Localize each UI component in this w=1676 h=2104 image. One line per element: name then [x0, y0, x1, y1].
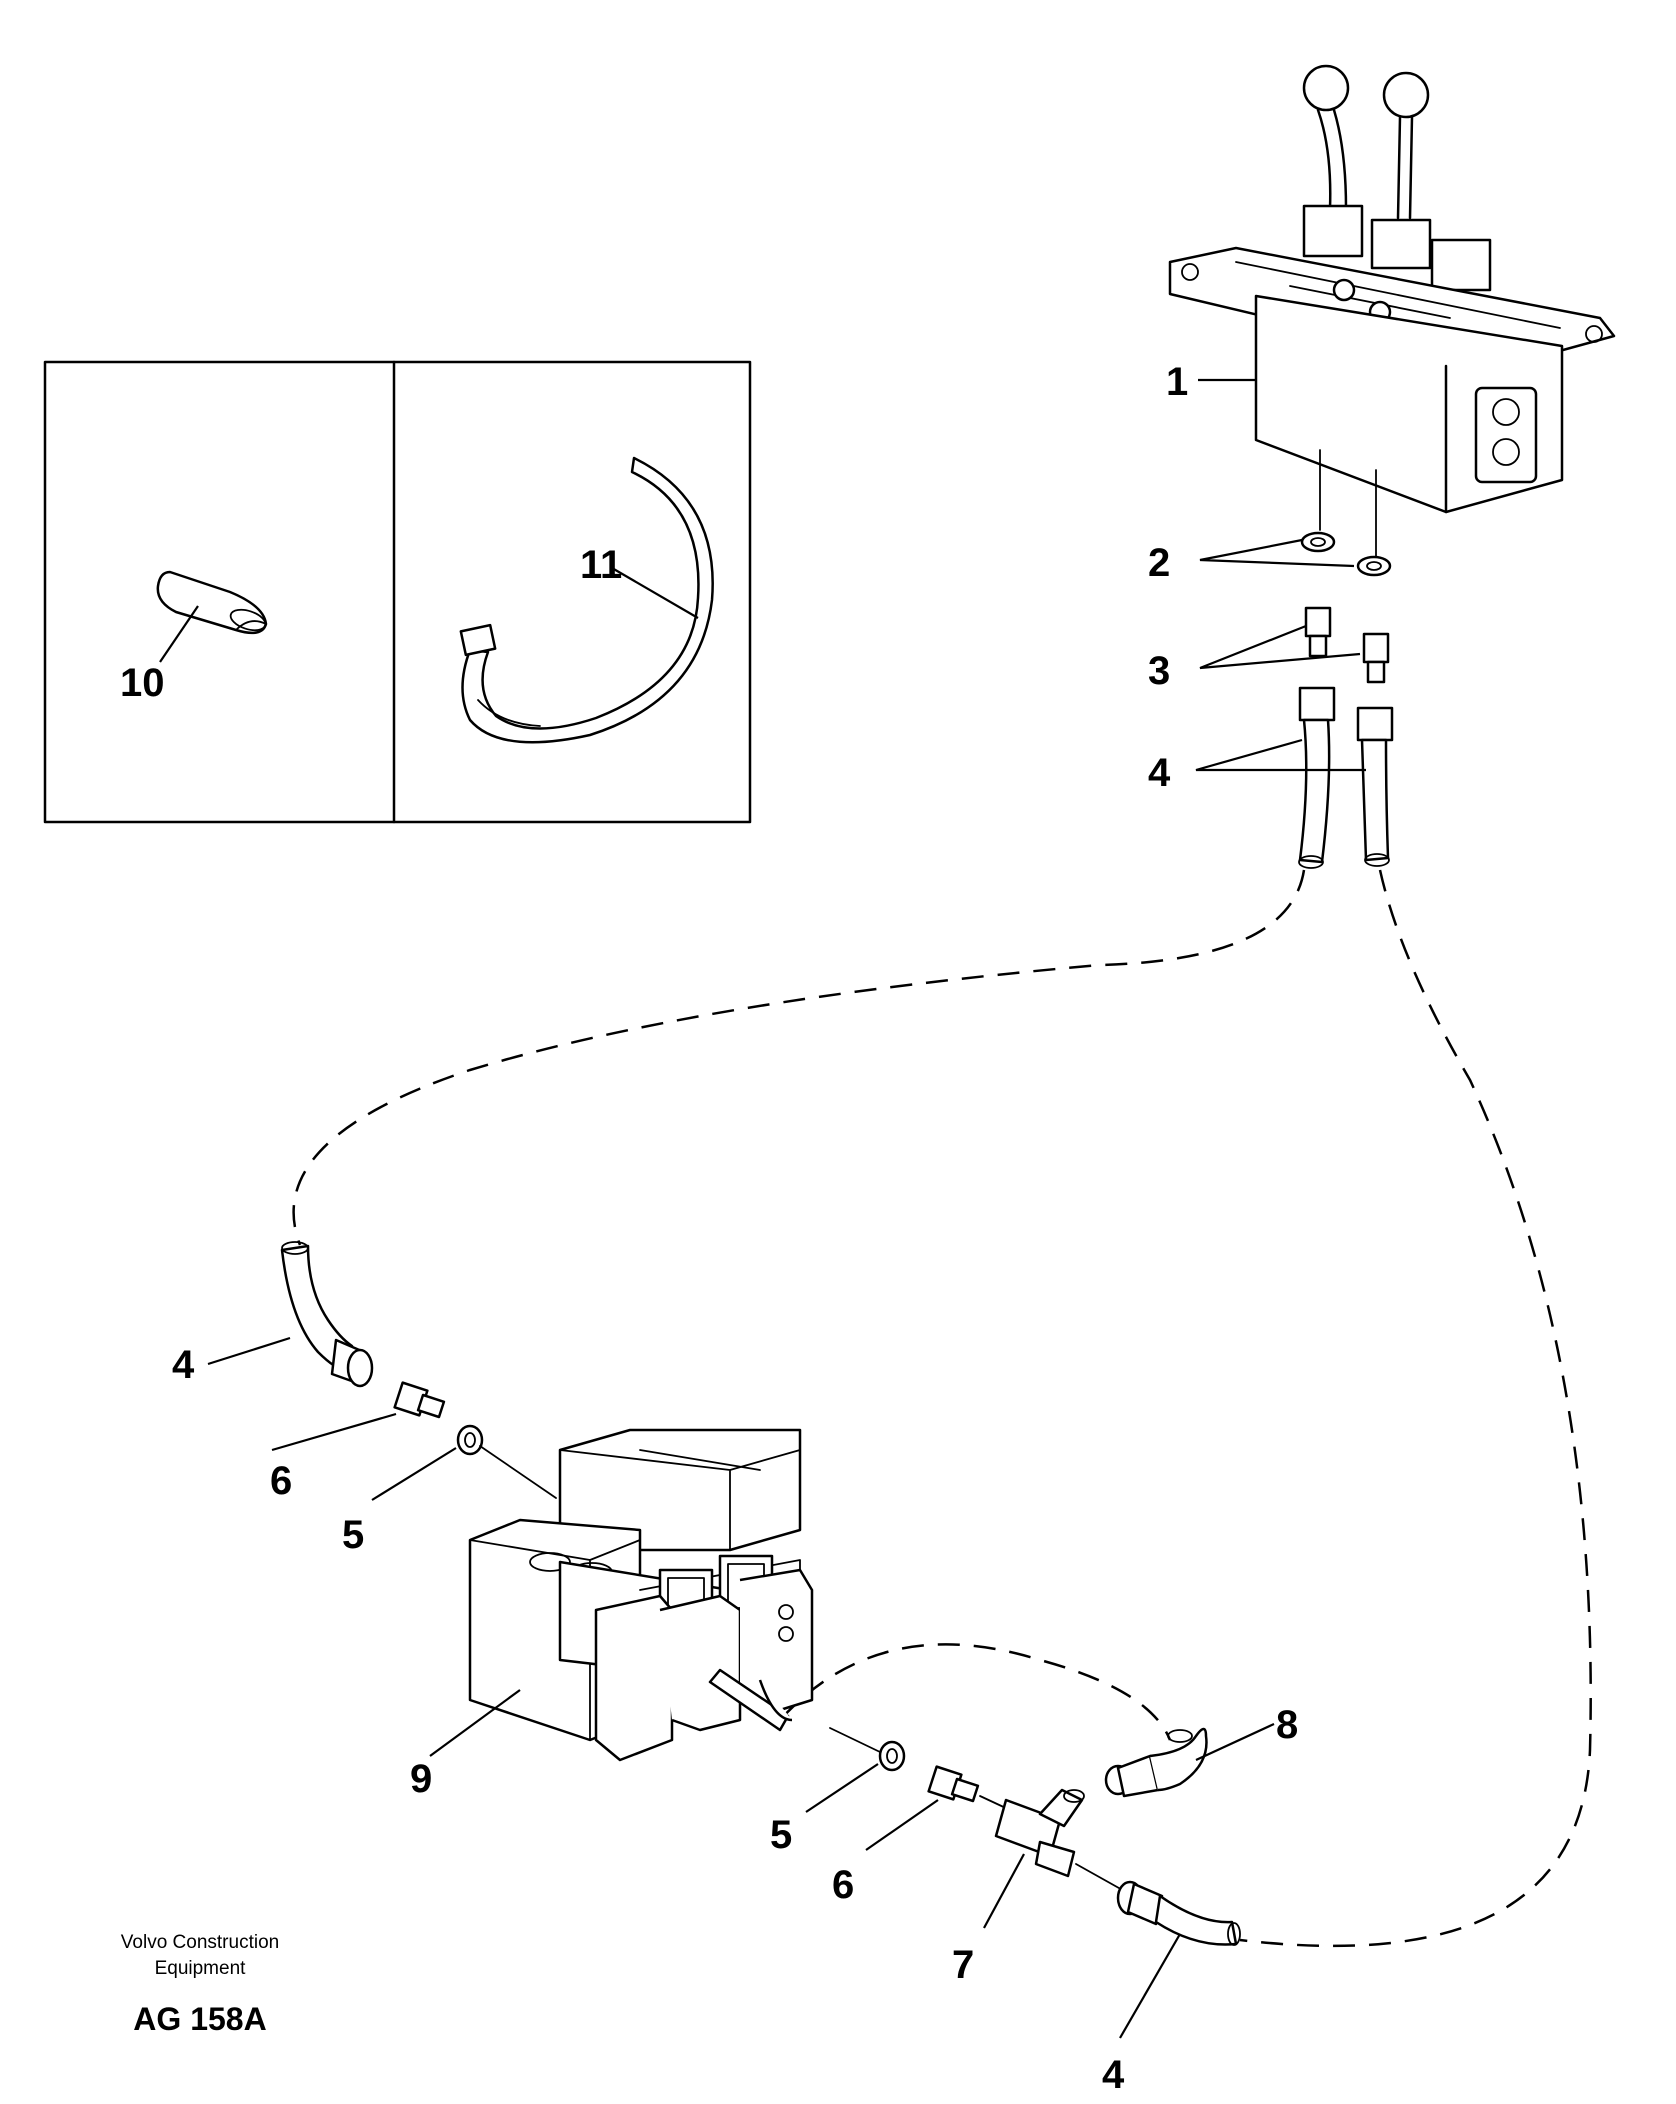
leader-4-left: [207, 1336, 291, 1366]
hose-left: [280, 1241, 374, 1388]
leader-7: [983, 1853, 1025, 1929]
hose-route-left: [292, 869, 1306, 1246]
leader-5-left: [371, 1447, 457, 1501]
leader-6-right: [865, 1799, 939, 1851]
inset-box: [43, 360, 752, 824]
callout-1: 1: [1166, 360, 1188, 404]
callout-4-lower: 4: [1102, 2053, 1125, 2097]
callout-3: 3: [1148, 649, 1170, 693]
nipple-left: [393, 1381, 446, 1419]
nipples-upper: [1304, 606, 1390, 684]
callout-10: 10: [120, 661, 165, 705]
washer-right: [878, 1740, 906, 1772]
leader-4-upper: [1195, 738, 1366, 772]
nipple-right: [927, 1765, 980, 1803]
main-control-valve: [468, 1428, 814, 1762]
hose-route-right: [1239, 869, 1592, 1948]
leader-9: [429, 1689, 521, 1757]
callout-5-left: 5: [342, 1513, 364, 1557]
leader-8: [1195, 1723, 1275, 1761]
callout-2: 2: [1148, 541, 1170, 585]
hose-route-valve: [779, 1643, 1172, 1741]
callout-6-left: 6: [270, 1459, 292, 1503]
company-name-line1: Volvo Construction: [121, 1932, 279, 1953]
washers-upper: [1300, 531, 1392, 577]
callout-4-upper: 4: [1148, 751, 1171, 795]
company-name-line2: Equipment: [155, 1958, 247, 1979]
callout-4-left: 4: [172, 1343, 195, 1387]
tee-fitting: [994, 1788, 1085, 1878]
callout-9: 9: [410, 1757, 432, 1801]
washer-left: [456, 1424, 484, 1456]
leader-10: [159, 605, 199, 663]
hoses-upper: [1298, 686, 1394, 869]
hose-lower-right: [1116, 1880, 1241, 1946]
leader-2: [1199, 538, 1355, 568]
leader-4-lower: [1119, 1933, 1181, 2039]
leader-6-left: [271, 1412, 397, 1452]
callout-6-right: 6: [832, 1863, 854, 1907]
pilot-control-valve: [1168, 64, 1616, 514]
leader-5-right: [805, 1763, 879, 1813]
callout-11: 11: [580, 543, 622, 587]
leader-11: [611, 567, 699, 619]
callout-7: 7: [952, 1943, 974, 1987]
callout-8: 8: [1276, 1703, 1298, 1747]
sleeve-part: [156, 570, 268, 635]
callout-5-right: 5: [770, 1813, 792, 1857]
drawing-code: AG 158A: [133, 2001, 266, 2037]
hose-8: [1104, 1727, 1208, 1798]
leader-3: [1199, 624, 1361, 670]
cable-tie-part: [459, 456, 714, 744]
